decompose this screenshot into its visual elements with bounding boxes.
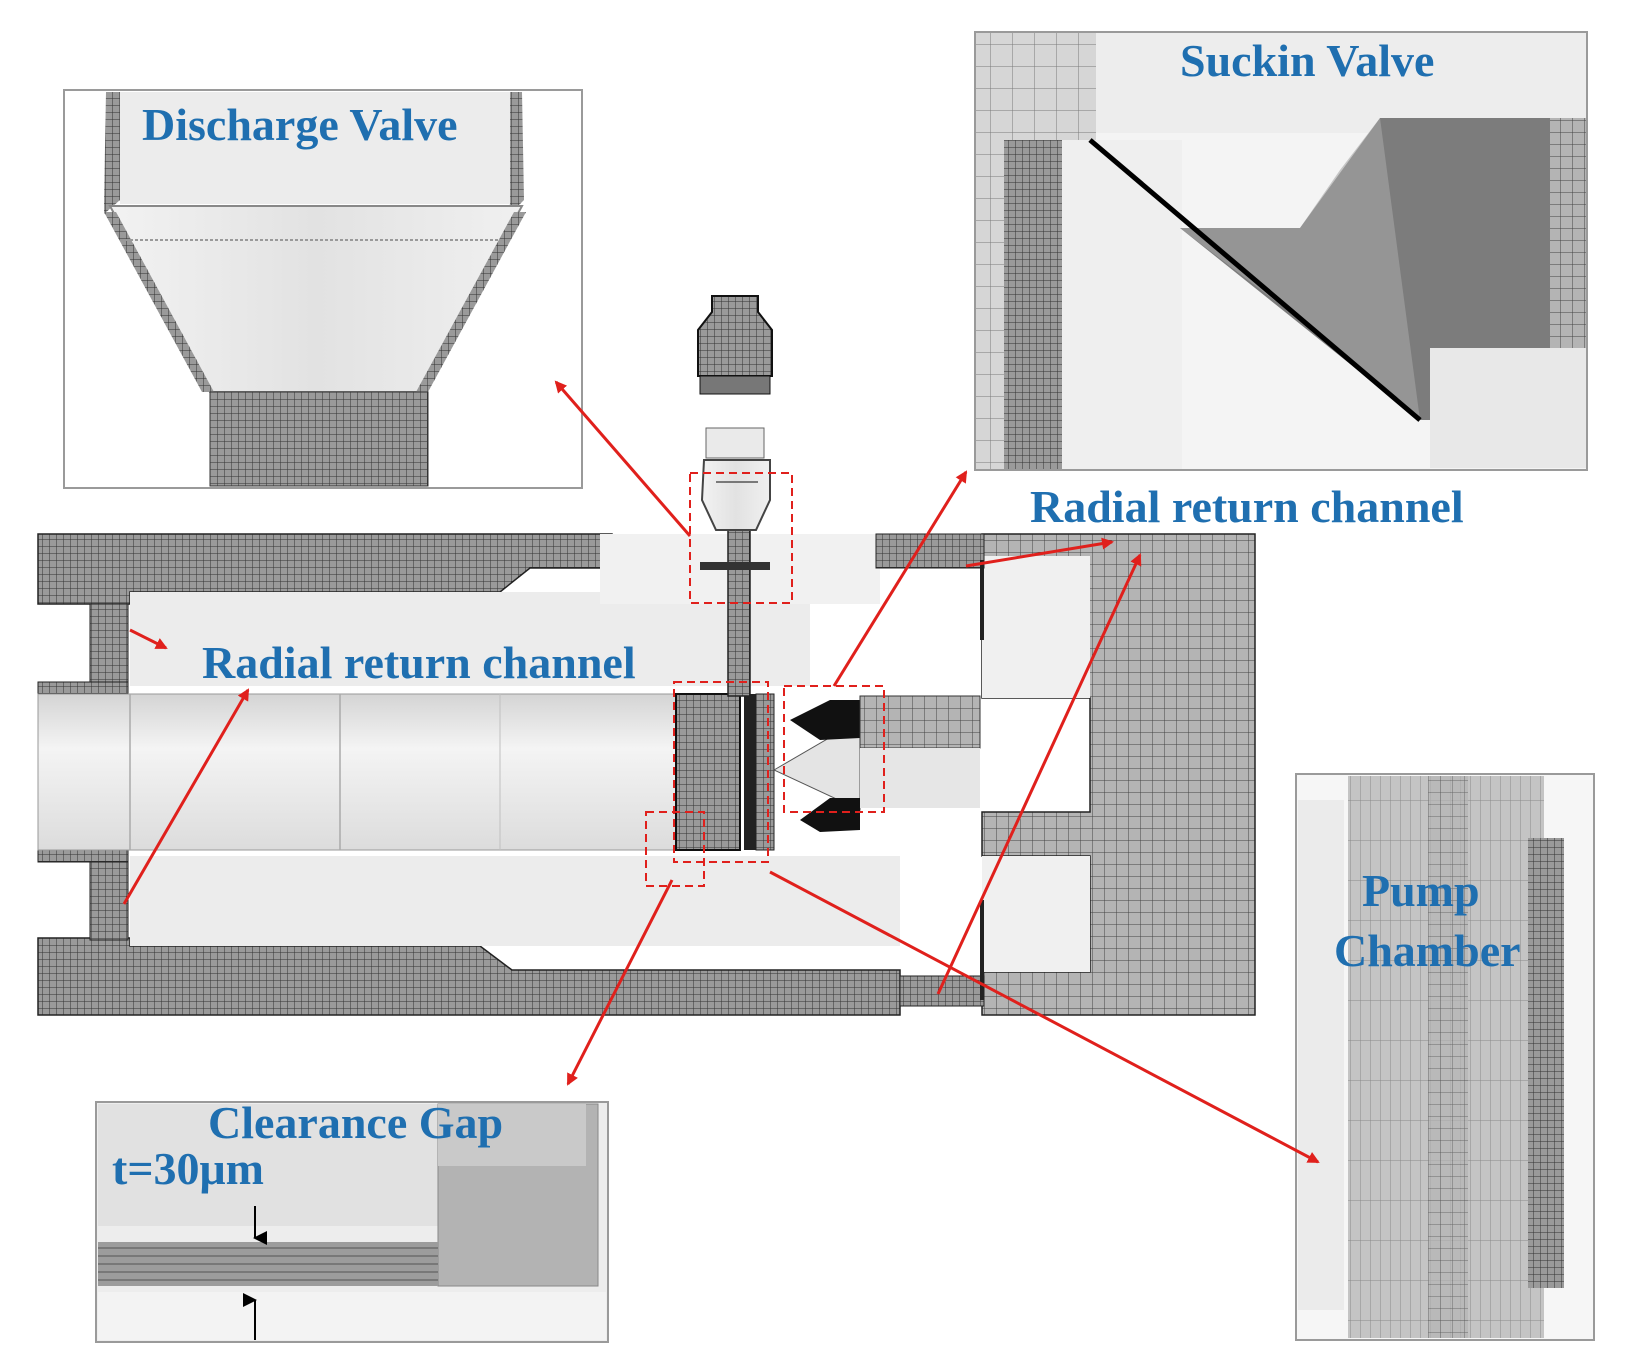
discharge-wall-right (508, 92, 524, 214)
top-right-connector (875, 533, 985, 569)
clearance-gap-label: Clearance Gap (208, 1097, 503, 1148)
left-lower-strut (89, 855, 129, 941)
pump-chamber-mesh-center (1428, 776, 1468, 1338)
valve-spring-region (705, 427, 765, 459)
discharge-wall-left (104, 92, 120, 214)
piston-cylinder (37, 693, 679, 851)
discharge-valve-label: Discharge Valve (142, 99, 458, 150)
upper-fluid-region (130, 592, 810, 686)
radial-return-label-top: Radial return channel (1030, 481, 1464, 532)
suckin-mid-shade (1180, 118, 1420, 420)
valve-cap-base (699, 375, 771, 395)
right-upper-chamber (982, 556, 1090, 698)
right-lower-chamber (982, 856, 1090, 972)
pump-chamber-label-2: Chamber (1334, 925, 1521, 976)
suction-seat-top (790, 700, 860, 740)
suckin-bottom-light (1430, 348, 1586, 468)
left-upper-flange (37, 681, 129, 695)
clearance-layer-lines (98, 1247, 438, 1281)
suction-seat-bottom (800, 798, 860, 832)
piston-head-mesh (675, 693, 741, 851)
discharge-upper-body (120, 92, 510, 204)
arrow-to-radial-top-1 (965, 537, 1114, 568)
discharge-tube-mesh (727, 519, 751, 697)
valve-body (700, 459, 771, 531)
suckin-top-fluid (1096, 33, 1586, 133)
suckin-valve-inset: Suckin Valve (974, 31, 1588, 471)
clearance-right-block-top (438, 1104, 586, 1166)
arrow-to-discharge-inset (554, 380, 692, 537)
pump-chamber-strip (755, 693, 775, 851)
discharge-cone-edge-left (104, 212, 214, 392)
suckin-left-mesh-dense (1004, 140, 1062, 469)
discharge-valve-inset: Discharge Valve (63, 89, 583, 489)
suckin-right-mesh (1550, 118, 1586, 348)
pump-chamber-side-strip (1528, 838, 1564, 1288)
arrow-small-left (129, 628, 168, 650)
zoom-boxes (645, 472, 885, 887)
suckin-seat-line (1088, 138, 1422, 422)
pump-chamber-left-gap (1298, 800, 1344, 1310)
zoom-box-pump-chamber (673, 681, 769, 863)
discharge-valve-assembly (697, 295, 773, 570)
lower-fluid-region (130, 856, 900, 946)
arrow-to-radial-top-2 (936, 553, 1142, 995)
zoom-box-suckin (783, 685, 885, 813)
clearance-bottom-light (98, 1292, 606, 1340)
valve-stem-flange (700, 562, 770, 570)
valve-cap (697, 295, 773, 377)
bottom-housing-mesh (37, 937, 901, 1016)
bottom-right-connector (899, 975, 985, 1007)
left-upper-strut (89, 603, 129, 689)
piston-head-core (744, 694, 756, 850)
arrow-to-radial-left (122, 688, 250, 905)
discharge-outlet-mesh (209, 391, 429, 487)
clearance-upper-light (98, 1104, 438, 1226)
suckin-left-fluid (1062, 140, 1182, 469)
arrow-to-pump-chamber-inset (769, 870, 1320, 1164)
pump-chamber-label-1: Pump (1362, 865, 1480, 916)
left-lower-flange (37, 849, 129, 863)
radial-return-label-left: Radial return channel (202, 637, 636, 688)
thickness-label: t=30μm (112, 1143, 264, 1194)
callout-arrows (122, 380, 1320, 1164)
suction-inlet-fluid (860, 748, 980, 808)
arrow-to-suckin-inset (832, 470, 968, 687)
main-pump-body (37, 519, 1256, 1016)
pump-chamber-inset: Pump Chamber (1295, 773, 1595, 1341)
suction-channel-mesh (859, 695, 981, 749)
clearance-gap-inset: Clearance Gap t=30μm (95, 1097, 609, 1343)
discharge-cone-edge-right (416, 212, 526, 392)
zoom-box-clearance (645, 811, 705, 887)
arrow-to-clearance-inset (566, 879, 674, 1086)
suckin-valve-label: Suckin Valve (1180, 35, 1434, 86)
